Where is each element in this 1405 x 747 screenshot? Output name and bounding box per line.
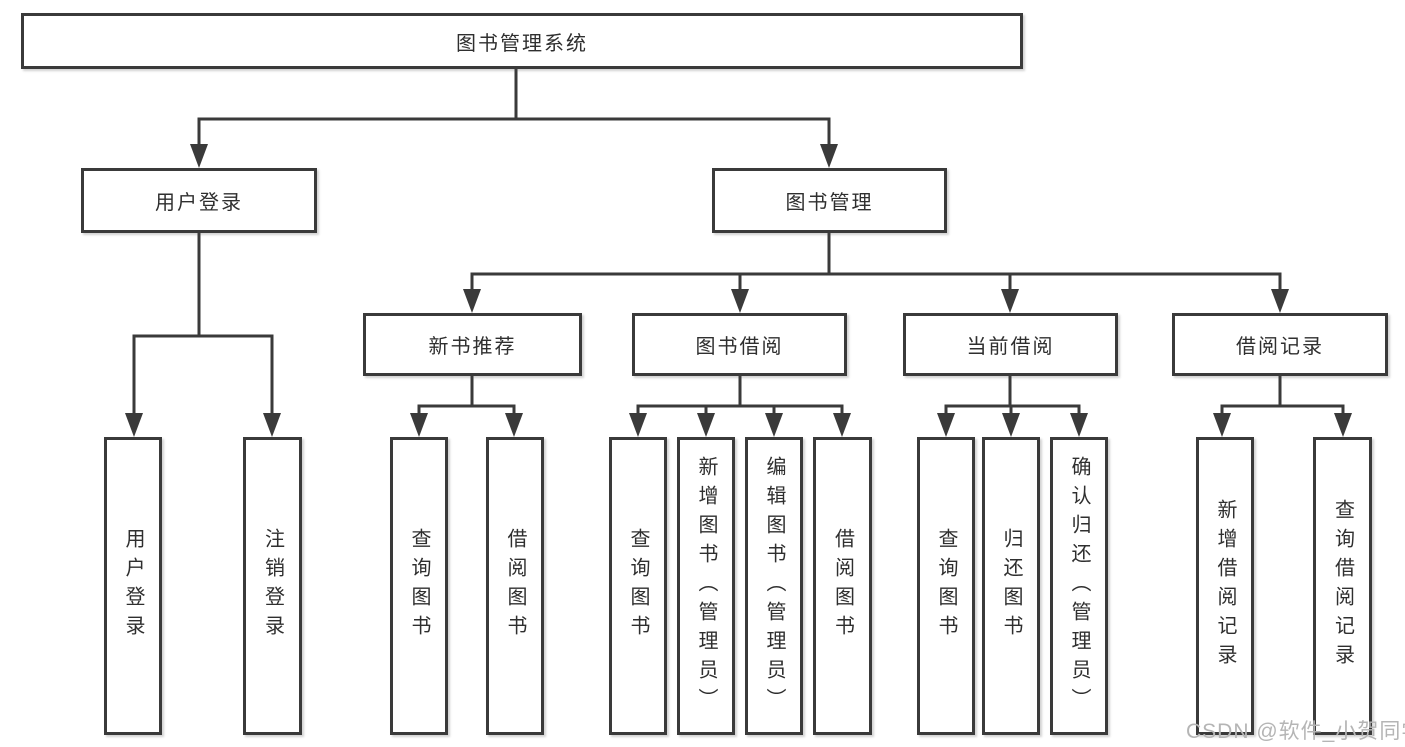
leaf-current-query-books: 查询图书 xyxy=(917,437,975,735)
leaf-query-borrow-record: 查询借阅记录 xyxy=(1313,437,1372,735)
node-current-borrow-label: 当前借阅 xyxy=(966,336,1055,358)
arrowheads xyxy=(125,144,1352,437)
node-new-book-recommend: 新书推荐 xyxy=(363,313,582,376)
leaf-logout: 注销登录 xyxy=(243,437,302,735)
node-new-book-recommend-label: 新书推荐 xyxy=(428,336,517,358)
leaf-current-query-books-label: 查询图书 xyxy=(935,528,957,644)
leaf-add-borrow-record: 新增借阅记录 xyxy=(1196,437,1254,735)
node-borrow-record: 借阅记录 xyxy=(1172,313,1388,376)
leaf-newbook-borrow-books-label: 借阅图书 xyxy=(504,528,526,644)
leaf-borrow-query-books: 查询图书 xyxy=(609,437,667,735)
node-current-borrow: 当前借阅 xyxy=(903,313,1118,376)
node-book-borrow: 图书借阅 xyxy=(632,313,847,376)
node-book-management-branch: 图书管理 xyxy=(712,168,947,233)
leaf-confirm-return-admin-label: 确认归还（管理员） xyxy=(1068,455,1090,717)
leaf-return-books-label: 归还图书 xyxy=(1000,528,1022,644)
leaf-newbook-borrow-books: 借阅图书 xyxy=(486,437,544,735)
leaf-newbook-query-books: 查询图书 xyxy=(390,437,448,735)
leaf-user-login: 用户登录 xyxy=(104,437,162,735)
leaf-confirm-return-admin: 确认归还（管理员） xyxy=(1050,437,1108,735)
node-book-borrow-label: 图书借阅 xyxy=(695,336,784,358)
csdn-watermark: CSDN @软件_小贺同学 xyxy=(1186,720,1405,743)
leaf-edit-books-admin-label: 编辑图书（管理员） xyxy=(763,455,785,717)
node-book-management-label: 图书管理 xyxy=(785,192,874,214)
node-root-system: 图书管理系统 xyxy=(21,13,1023,69)
node-user-login-branch: 用户登录 xyxy=(81,168,317,233)
leaf-add-books-admin-label: 新增图书（管理员） xyxy=(695,455,717,717)
leaf-user-login-label: 用户登录 xyxy=(122,528,144,644)
leaf-borrow-query-books-label: 查询图书 xyxy=(627,528,649,644)
leaf-logout-label: 注销登录 xyxy=(261,528,284,644)
leaf-newbook-query-books-label: 查询图书 xyxy=(408,528,430,644)
leaf-return-books: 归还图书 xyxy=(982,437,1040,735)
node-user-login-label: 用户登录 xyxy=(155,192,243,214)
leaf-add-borrow-record-label: 新增借阅记录 xyxy=(1214,499,1236,673)
node-root-label: 图书管理系统 xyxy=(456,32,588,55)
leaf-query-borrow-record-label: 查询借阅记录 xyxy=(1331,499,1354,673)
leaf-add-books-admin: 新增图书（管理员） xyxy=(677,437,735,735)
leaf-borrow-books: 借阅图书 xyxy=(813,437,872,735)
leaf-edit-books-admin: 编辑图书（管理员） xyxy=(745,437,803,735)
node-borrow-record-label: 借阅记录 xyxy=(1236,336,1324,358)
leaf-borrow-books-label: 借阅图书 xyxy=(831,528,854,644)
